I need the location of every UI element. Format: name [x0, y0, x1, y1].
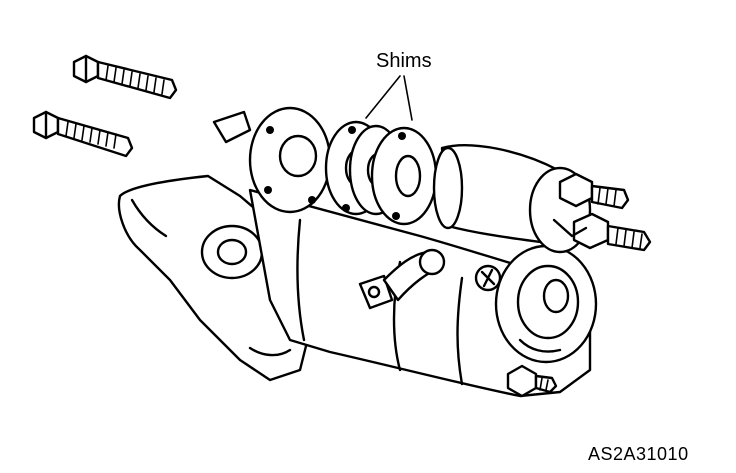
- shims-label: Shims: [376, 50, 432, 72]
- shims-leader-lines: [365, 75, 413, 121]
- field-lead-icon: [358, 248, 446, 310]
- shim-icon: [370, 126, 438, 226]
- through-bolt-nut-icon: [506, 364, 558, 398]
- lower-bolt-icon: [32, 110, 134, 158]
- figure-code: AS2A31010: [588, 444, 689, 464]
- end-frame-icon: [494, 244, 598, 364]
- solenoid-flange-icon: [212, 106, 332, 214]
- emblem-icon: [474, 264, 502, 292]
- terminal-nut-icon: [552, 172, 652, 252]
- upper-bolt-icon: [72, 54, 178, 100]
